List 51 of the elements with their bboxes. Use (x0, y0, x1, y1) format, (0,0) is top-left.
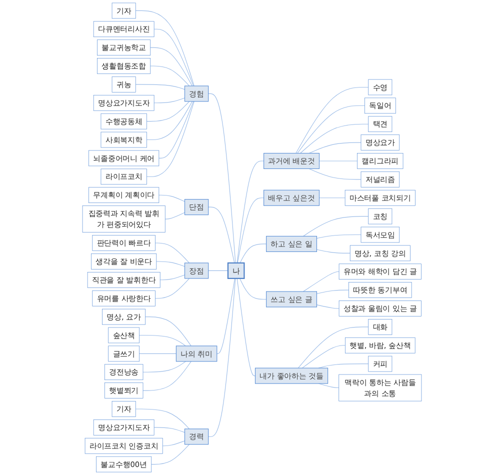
connector (302, 345, 346, 368)
connector (146, 101, 190, 122)
connector (316, 234, 362, 239)
connector (154, 278, 190, 299)
connector (316, 304, 340, 309)
connector (135, 10, 194, 86)
connector (300, 124, 369, 154)
connector (142, 361, 186, 372)
connector (156, 261, 186, 267)
connector (135, 408, 190, 430)
connector (146, 101, 192, 140)
connector (302, 271, 340, 292)
connector (318, 364, 369, 368)
connector (154, 28, 194, 86)
connector (160, 274, 186, 280)
connector (158, 101, 194, 158)
connector (237, 198, 264, 264)
connector (162, 440, 186, 446)
connector (142, 361, 192, 391)
connector (296, 86, 369, 154)
connector (135, 84, 186, 90)
connector (154, 242, 190, 264)
connector (236, 278, 256, 376)
connector (316, 290, 350, 294)
connector (208, 270, 228, 271)
connector (318, 383, 340, 388)
connector (316, 249, 350, 254)
connector (150, 47, 192, 86)
connector (164, 212, 186, 220)
connector (154, 98, 186, 104)
connector (151, 444, 190, 465)
connector (208, 278, 236, 437)
connector (302, 216, 369, 236)
connector (297, 105, 365, 154)
connector (240, 278, 267, 300)
connector (208, 206, 235, 264)
connector (216, 278, 236, 354)
connector (158, 194, 186, 202)
connector (240, 244, 267, 264)
connector (318, 160, 358, 162)
connector (146, 101, 194, 177)
connector (308, 142, 362, 154)
connector (139, 353, 176, 354)
connector (208, 93, 236, 264)
connector (298, 326, 369, 368)
connector (150, 66, 190, 86)
connector (154, 427, 186, 433)
connector (145, 316, 192, 346)
connector (236, 160, 264, 264)
connector (139, 334, 186, 346)
connector (308, 168, 362, 180)
